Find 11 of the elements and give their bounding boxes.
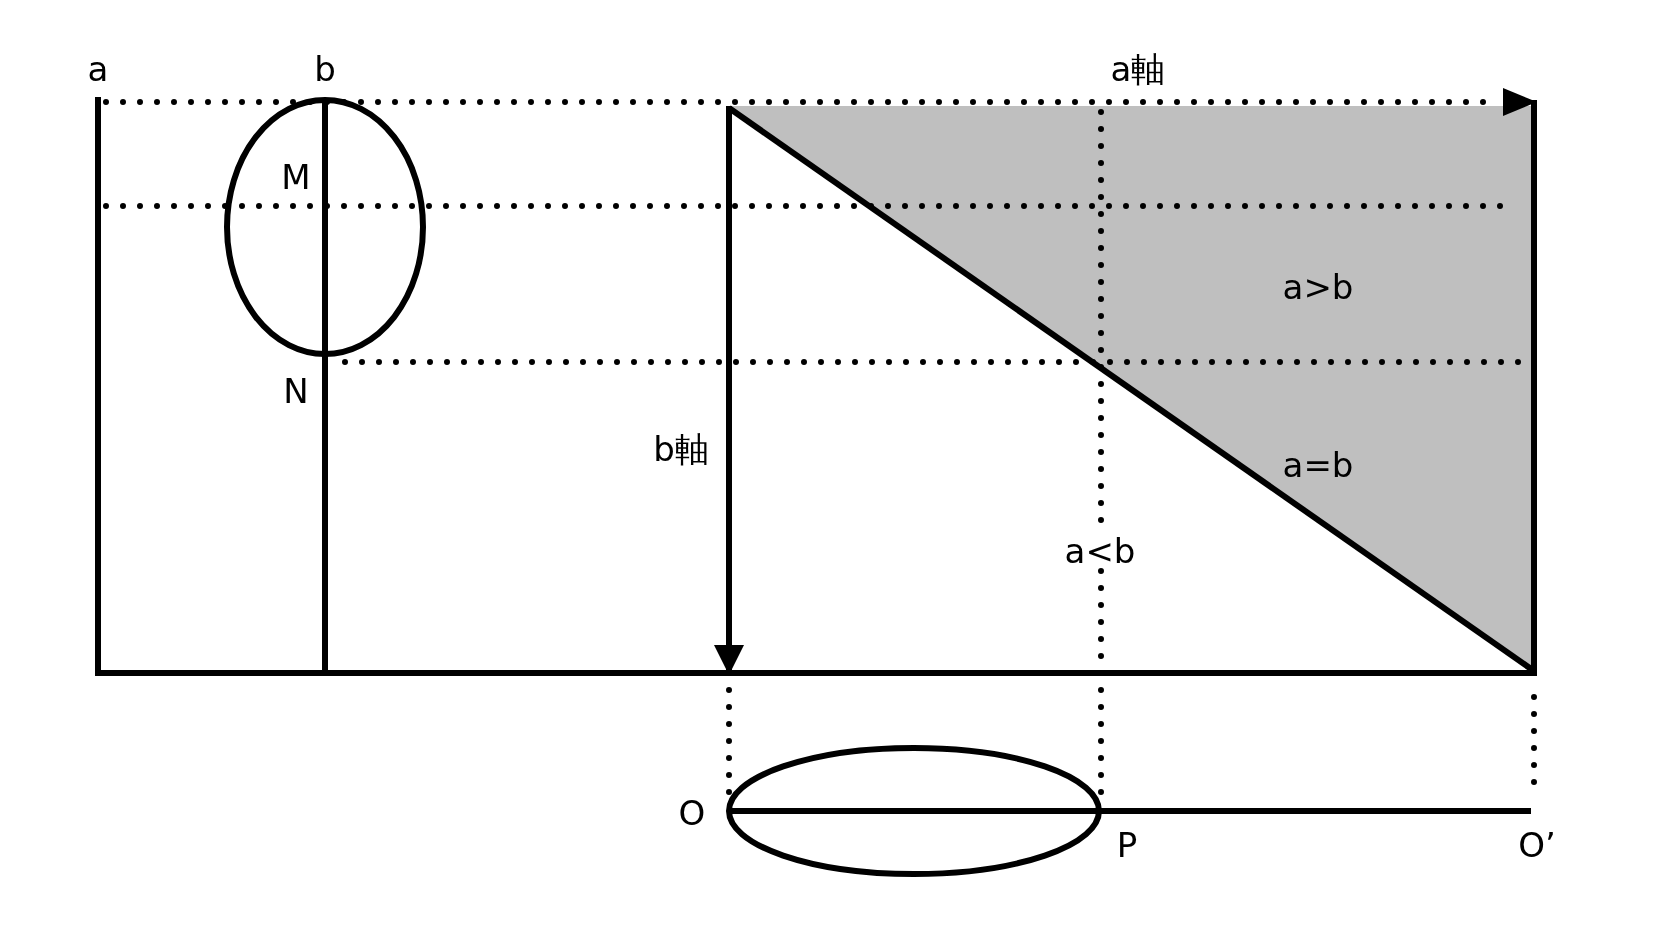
point-label: N bbox=[283, 374, 309, 408]
point-label: a bbox=[87, 52, 109, 86]
region-label: a>b bbox=[1282, 270, 1354, 304]
point-label: O bbox=[678, 796, 706, 830]
point-label: M bbox=[281, 160, 311, 194]
point-label: b bbox=[314, 52, 336, 86]
point-label: O’ bbox=[1518, 828, 1556, 862]
point-label: P bbox=[1116, 828, 1138, 862]
region-label: a=b bbox=[1282, 448, 1354, 482]
axis-label: b軸 bbox=[653, 432, 709, 466]
axis-label: a軸 bbox=[1110, 52, 1166, 86]
